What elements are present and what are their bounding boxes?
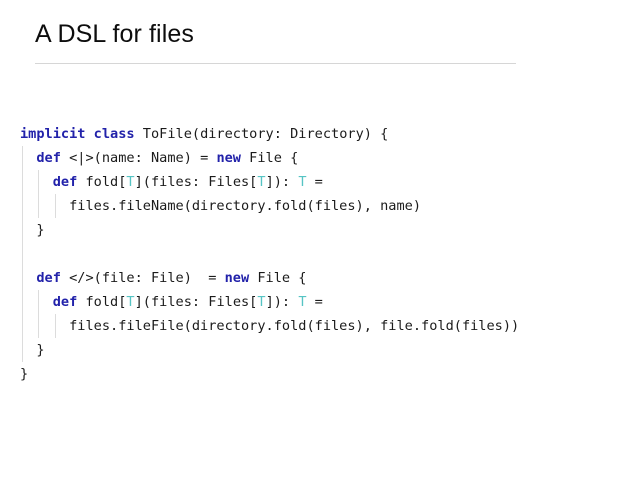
code-type-param: T (298, 294, 307, 310)
code-line: } (20, 362, 628, 386)
code-keyword: implicit (20, 126, 86, 142)
code-plain: ToFile(directory: Directory) { (134, 126, 389, 142)
code-type-param: T (298, 174, 307, 190)
code-plain: <|>(name: Name) = (60, 150, 217, 166)
code-plain (20, 294, 53, 310)
code-line-text: } (20, 342, 45, 358)
code-keyword: new (224, 270, 250, 286)
code-plain: } (20, 366, 29, 382)
code-plain (20, 270, 36, 286)
code-plain (20, 174, 53, 190)
code-plain: ](files: Files[ (134, 294, 258, 310)
code-plain: ]): (265, 174, 299, 190)
indent-guide (22, 146, 23, 170)
code-keyword: def (36, 150, 61, 166)
code-plain (85, 126, 93, 142)
code-line-text: } (20, 222, 45, 238)
indent-guide (22, 242, 23, 266)
indent-guide (22, 194, 23, 218)
code-block: implicit class ToFile(directory: Directo… (20, 122, 628, 386)
code-keyword: def (52, 294, 78, 310)
code-type-param: T (257, 174, 266, 190)
code-line-text: def </>(file: File) = new File { (20, 270, 306, 286)
code-plain: File { (249, 270, 307, 286)
code-plain: = (306, 294, 323, 310)
code-plain: files.fileFile(directory.fold(files), fi… (20, 318, 520, 334)
indent-guide (22, 338, 23, 362)
indent-guide (38, 170, 40, 194)
code-line-text: implicit class ToFile(directory: Directo… (20, 126, 388, 142)
code-type-param: T (126, 294, 135, 310)
code-line: def </>(file: File) = new File { (20, 266, 628, 290)
indent-guide (38, 194, 40, 218)
code-line-text: def fold[T](files: Files[T]): T = (20, 294, 323, 310)
code-plain: files.fileName(directory.fold(files), na… (20, 198, 422, 214)
code-line: def fold[T](files: Files[T]): T = (20, 170, 628, 194)
title-divider (35, 63, 516, 64)
code-line: } (20, 338, 628, 362)
code-plain: ](files: Files[ (134, 174, 258, 190)
indent-guide (38, 314, 40, 338)
code-keyword: def (52, 174, 78, 190)
code-plain: </>(file: File) = (60, 270, 225, 286)
indent-guide (22, 266, 23, 290)
indent-guide (22, 290, 23, 314)
code-line (20, 242, 628, 266)
code-line-text: } (20, 366, 28, 382)
code-keyword: new (216, 150, 241, 166)
indent-guide (22, 170, 23, 194)
indent-guide (22, 218, 23, 242)
code-line-text: files.fileName(directory.fold(files), na… (20, 198, 421, 214)
code-type-param: T (126, 174, 135, 190)
code-type-param: T (257, 294, 266, 310)
code-plain: } (20, 342, 45, 358)
page-title: A DSL for files (35, 20, 194, 48)
indent-guide (54, 194, 56, 218)
code-plain: fold[ (77, 294, 127, 310)
code-plain: = (306, 174, 323, 190)
code-line: files.fileName(directory.fold(files), na… (20, 194, 628, 218)
indent-guide (54, 314, 56, 338)
indent-guide (22, 314, 23, 338)
code-plain (20, 150, 36, 166)
code-line: implicit class ToFile(directory: Directo… (20, 122, 628, 146)
code-keyword: class (93, 126, 135, 142)
code-line-text: def fold[T](files: Files[T]): T = (20, 174, 323, 190)
code-line-text: files.fileFile(directory.fold(files), fi… (20, 318, 519, 334)
code-keyword: def (36, 270, 61, 286)
code-line: def fold[T](files: Files[T]): T = (20, 290, 628, 314)
indent-guide (38, 290, 40, 314)
code-line: def <|>(name: Name) = new File { (20, 146, 628, 170)
code-plain: fold[ (77, 174, 127, 190)
code-plain: File { (241, 150, 299, 166)
code-plain: ]): (265, 294, 299, 310)
code-plain: } (20, 222, 45, 238)
code-line-text: def <|>(name: Name) = new File { (20, 150, 298, 166)
code-line: } (20, 218, 628, 242)
code-line: files.fileFile(directory.fold(files), fi… (20, 314, 628, 338)
